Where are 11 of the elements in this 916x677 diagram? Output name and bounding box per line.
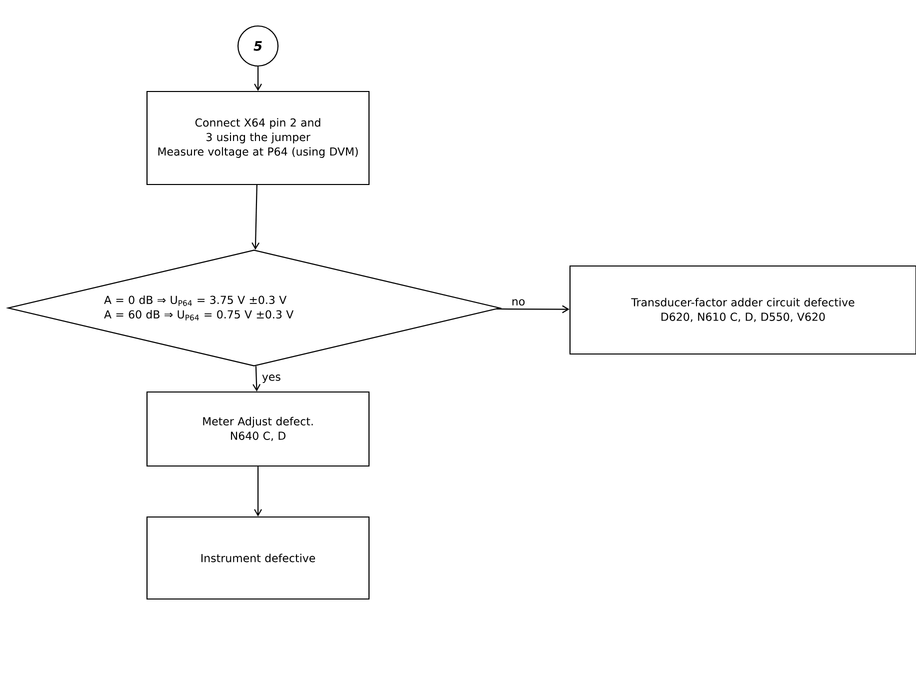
process-box: Meter Adjust defect. N640 C, D [146,391,370,467]
arrow [254,466,262,516]
edge-label: yes [260,374,282,384]
edge-label: no [510,298,526,307]
arrow [254,66,262,91]
arrow [496,305,570,314]
process-box: Connect X64 pin 2 and 3 using the jumper Measure voltage at P64 (using DVM) [146,90,370,186]
process-box: Instrument defective [146,516,370,600]
process-box: Transducer-factor adder circuit defective D620, N610 C, D, D550, V620 [569,265,916,355]
arrow [252,366,261,392]
arrow [252,185,260,250]
